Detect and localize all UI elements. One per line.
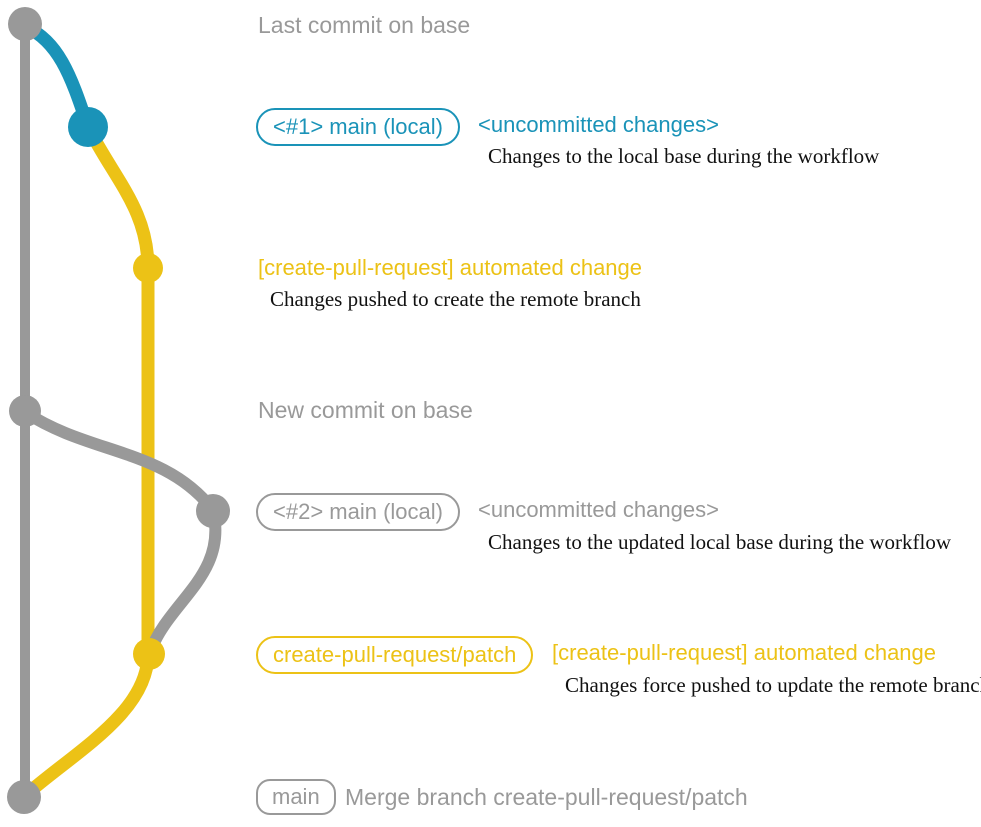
patch-branch-line: [81, 120, 155, 661]
uncommitted-changes-tag-2: <uncommitted changes>: [478, 497, 719, 522]
branch-pill-patch: create-pull-request/patch: [256, 636, 534, 674]
uncommitted-changes-tag-1: <uncommitted changes>: [478, 112, 719, 137]
last-commit-label: Last commit on base: [258, 12, 471, 38]
commit-dot-merge: [7, 780, 41, 814]
commit-dot-local-2: [196, 494, 230, 528]
branch-pill-main-local-1: <#1> main (local): [256, 108, 460, 146]
merge-commit-label: Merge branch create-pull-request/patch: [345, 784, 748, 810]
commit-dot-new-base: [9, 395, 41, 427]
automated-change-label-1: [create-pull-request] automated change: [258, 255, 643, 280]
commit-dot-local-1: [68, 107, 108, 147]
automated-change-label-2: [create-pull-request] automated change: [552, 640, 937, 665]
patch-merge-edge: [20, 647, 155, 801]
uncommitted-changes-desc-2: Changes to the updated local base during…: [488, 530, 952, 554]
branch-pill-main-local-2: <#2> main (local): [256, 493, 460, 531]
commit-dot-automated-2: [133, 638, 165, 670]
automated-change-desc-1: Changes pushed to create the remote bran…: [270, 287, 641, 311]
local-main-edge-2: [19, 406, 219, 516]
commit-dot-automated-1: [133, 253, 163, 283]
branch-pill-main: main: [256, 779, 336, 815]
automated-change-desc-2: Changes force pushed to update the remot…: [565, 673, 981, 697]
commit-dot-last-base: [8, 7, 42, 41]
new-commit-label: New commit on base: [258, 397, 473, 423]
rebase-edge: [145, 504, 222, 656]
uncommitted-changes-desc-1: Changes to the local base during the wor…: [488, 144, 880, 168]
